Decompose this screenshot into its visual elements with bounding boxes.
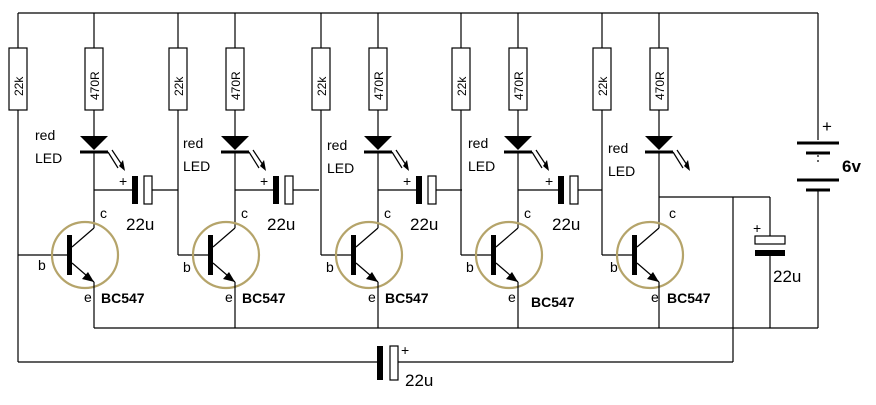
transistor-label: BC547 bbox=[385, 290, 429, 306]
led-label-line2: LED bbox=[608, 163, 635, 179]
led-label-line1: red bbox=[608, 140, 628, 156]
transistor-base-bar bbox=[67, 235, 72, 275]
stage-4: 22k 470R red LED + 22u c b e BC547 bbox=[451, 13, 602, 328]
emitter-arrow bbox=[647, 272, 659, 282]
led-resistor-label: 470R bbox=[229, 71, 243, 100]
led-label-line1: red bbox=[468, 135, 488, 151]
bias-resistor-label: 22k bbox=[12, 76, 26, 96]
transistor-base-bar bbox=[632, 235, 637, 275]
emitter-arrow bbox=[366, 272, 378, 282]
transistor-outline bbox=[615, 220, 685, 290]
bias-resistor-label: 22k bbox=[596, 76, 610, 96]
feedback-cap-value: 22u bbox=[405, 371, 433, 390]
battery-plus-sign: + bbox=[822, 117, 832, 136]
led-symbol bbox=[645, 136, 673, 150]
supply-capacitor: + 22u bbox=[733, 196, 801, 328]
feedback-cap-plus-sign: + bbox=[401, 342, 409, 358]
stage-5: 22k 470R red LED c b e BC547 bbox=[592, 13, 733, 328]
transistor-outline bbox=[334, 220, 404, 290]
collector-label: c bbox=[100, 205, 107, 221]
led-symbol bbox=[80, 136, 108, 150]
coupling-cap-plus: + bbox=[119, 173, 127, 189]
transistor-label: BC547 bbox=[667, 290, 711, 306]
supply-cap-plus-sign: + bbox=[753, 220, 761, 236]
led-label-line2: LED bbox=[327, 160, 354, 176]
bias-resistor-label: 22k bbox=[315, 76, 329, 96]
transistor-base-bar bbox=[491, 235, 496, 275]
bias-resistor-label: 22k bbox=[455, 76, 469, 96]
emitter-label: e bbox=[508, 289, 516, 305]
collector-label: c bbox=[384, 205, 391, 221]
battery-voltage-label: 6v bbox=[842, 157, 861, 176]
led-label-line1: red bbox=[327, 137, 347, 153]
emitter-label: e bbox=[225, 289, 233, 305]
collector-label: c bbox=[669, 205, 676, 221]
stage-2: 22k 470R red LED + 22u c b e BC547 bbox=[168, 13, 319, 328]
coupling-cap-value: 22u bbox=[410, 215, 438, 234]
led-resistor-label: 470R bbox=[88, 71, 102, 100]
coupling-capacitor bbox=[558, 176, 564, 204]
coupling-capacitor bbox=[273, 176, 279, 204]
transistor-outline bbox=[191, 220, 261, 290]
coupling-cap-value: 22u bbox=[126, 215, 154, 234]
base-label: b bbox=[610, 259, 618, 275]
transistor-label: BC547 bbox=[101, 290, 145, 306]
bias-resistor-label: 22k bbox=[172, 76, 186, 96]
transistor-base-bar bbox=[351, 235, 356, 275]
led-label-line2: LED bbox=[35, 150, 62, 166]
supply-cap-value: 22u bbox=[773, 267, 801, 286]
led-label-line2: LED bbox=[468, 158, 495, 174]
coupling-cap-value: 22u bbox=[552, 215, 580, 234]
coupling-cap-plus: + bbox=[260, 173, 268, 189]
coupling-cap-plus: + bbox=[403, 173, 411, 189]
emitter-arrow bbox=[223, 272, 235, 282]
led-resistor-label: 470R bbox=[372, 71, 386, 100]
coupling-cap-plus: + bbox=[545, 173, 553, 189]
coupling-cap-value: 22u bbox=[267, 215, 295, 234]
led-resistor-label: 470R bbox=[512, 71, 526, 100]
transistor-label: BC547 bbox=[531, 294, 575, 310]
led-label-line2: LED bbox=[183, 158, 210, 174]
base-label: b bbox=[183, 259, 191, 275]
coupling-capacitor bbox=[132, 176, 138, 204]
led-symbol bbox=[364, 136, 392, 150]
led-symbol bbox=[221, 136, 249, 150]
emitter-label: e bbox=[368, 289, 376, 305]
led-label-line1: red bbox=[183, 135, 203, 151]
transistor-outline bbox=[474, 220, 544, 290]
emitter-arrow bbox=[82, 272, 94, 282]
base-label: b bbox=[466, 259, 474, 275]
led-label-line1: red bbox=[35, 127, 55, 143]
emitter-label: e bbox=[84, 289, 92, 305]
collector-label: c bbox=[524, 205, 531, 221]
stage-3: 22k 470R red LED + 22u c b e BC547 bbox=[311, 13, 462, 328]
emitter-arrow bbox=[506, 272, 518, 282]
transistor-label: BC547 bbox=[242, 290, 286, 306]
transistor-outline bbox=[50, 220, 120, 290]
collector-label: c bbox=[241, 205, 248, 221]
coupling-capacitor bbox=[416, 176, 422, 204]
battery: + 6v bbox=[797, 117, 861, 192]
base-label: b bbox=[38, 257, 46, 273]
feedback-capacitor: + 22u bbox=[18, 197, 734, 390]
base-label: b bbox=[326, 259, 334, 275]
emitter-label: e bbox=[651, 289, 659, 305]
transistor-base-bar bbox=[208, 235, 213, 275]
led-resistor-label: 470R bbox=[653, 71, 667, 100]
led-symbol bbox=[504, 136, 532, 150]
stage-1: 22k 470R red LED + 22u c b e BC547 bbox=[8, 13, 178, 362]
